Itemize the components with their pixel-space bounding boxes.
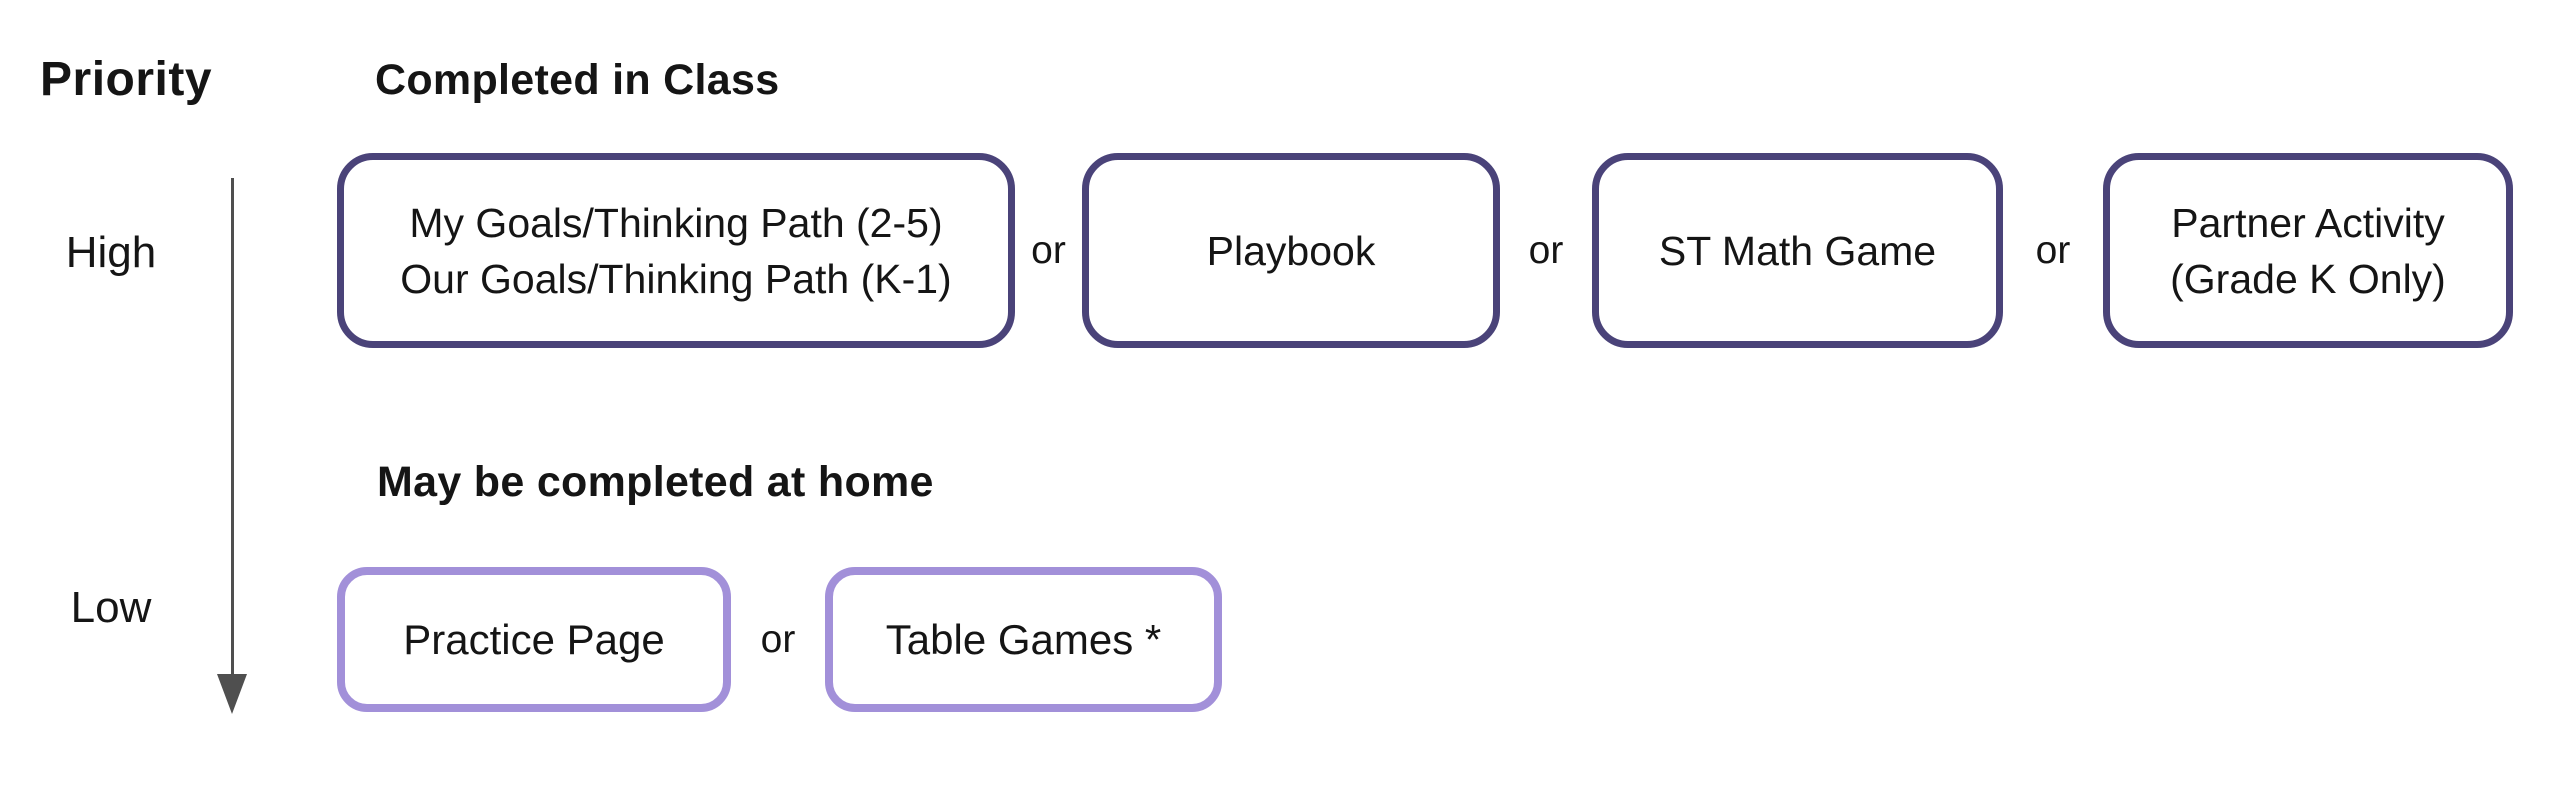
section-heading-completed-in-class: Completed in Class: [375, 56, 780, 104]
activity-box-label: (Grade K Only): [2170, 255, 2446, 302]
activity-box-partner-activity: Partner Activity (Grade K Only): [2103, 153, 2513, 348]
activity-box-label: ST Math Game: [1658, 227, 1937, 274]
axis-label-high: High: [65, 228, 157, 277]
activity-box-label: My Goals/Thinking Path (2-5): [409, 199, 943, 246]
activity-box-label: Partner Activity: [2171, 199, 2445, 246]
activity-box-practice-page: Practice Page: [337, 567, 731, 712]
activity-box-label: Practice Page: [403, 615, 665, 663]
or-separator: or: [1528, 228, 1564, 272]
priority-arrow-line: [231, 178, 234, 678]
section-heading-may-be-completed-at-home: May be completed at home: [377, 458, 934, 506]
activity-box-label: Playbook: [1206, 227, 1376, 274]
activity-box-label: Our Goals/Thinking Path (K-1): [400, 255, 952, 302]
activity-box-goals-thinking-path: My Goals/Thinking Path (2-5) Our Goals/T…: [337, 153, 1015, 348]
activity-box-playbook: Playbook: [1082, 153, 1500, 348]
priority-arrow-down-icon: [217, 674, 247, 714]
page-title: Priority: [40, 53, 213, 106]
or-separator: or: [760, 617, 796, 661]
activity-box-st-math-game: ST Math Game: [1592, 153, 2003, 348]
row-completed-in-class: My Goals/Thinking Path (2-5) Our Goals/T…: [337, 153, 2513, 348]
or-separator: or: [1031, 228, 1066, 272]
activity-box-table-games: Table Games *: [825, 567, 1222, 712]
axis-label-low: Low: [70, 583, 152, 632]
row-may-be-completed-at-home: Practice Page or Table Games *: [337, 567, 1222, 712]
activity-box-label: Table Games *: [885, 615, 1162, 663]
or-separator: or: [2035, 228, 2071, 272]
